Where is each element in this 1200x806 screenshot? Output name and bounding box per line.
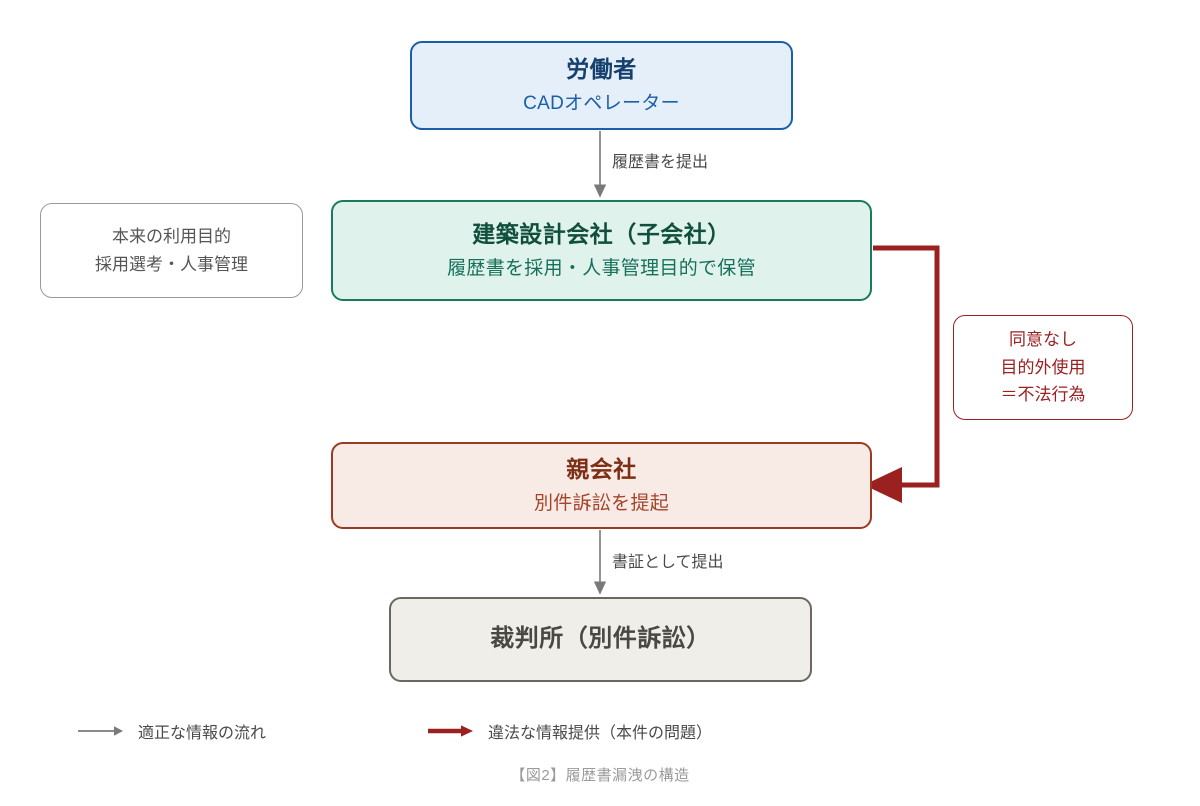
note-violation-line3: ＝不法行為 xyxy=(1000,385,1086,405)
arrow-right-icon xyxy=(428,725,473,737)
figure-caption: 【図2】履歴書漏洩の構造 xyxy=(510,767,690,784)
node-parent-company[interactable]: 親会社 別件訴訟を提起 xyxy=(331,442,872,529)
node-worker-subtitle: CADオペレーター xyxy=(523,93,680,115)
note-original-purpose: 本来の利用目的 採用選考・人事管理 xyxy=(40,203,303,298)
note-violation: 同意なし 目的外使用 ＝不法行為 xyxy=(953,315,1133,420)
node-design-company-title: 建築設計会社（子会社） xyxy=(472,221,731,248)
note-original-purpose-line1: 本来の利用目的 xyxy=(112,227,231,247)
note-violation-line1: 同意なし xyxy=(1009,330,1077,350)
node-court[interactable]: 裁判所（別件訴訟） xyxy=(389,597,812,682)
node-parent-company-title: 親会社 xyxy=(566,456,637,483)
note-original-purpose-line2: 採用選考・人事管理 xyxy=(95,254,248,274)
node-parent-company-subtitle: 別件訴訟を提起 xyxy=(533,493,670,515)
node-worker[interactable]: 労働者 CADオペレーター xyxy=(410,41,793,130)
arrow-right-icon xyxy=(78,726,123,736)
legend-label-proper-flow: 適正な情報の流れ xyxy=(138,725,267,742)
node-design-company[interactable]: 建築設計会社（子会社） 履歴書を採用・人事管理目的で保管 xyxy=(331,200,872,301)
edge-label-parent-to-court: 書証として提出 xyxy=(612,554,724,571)
node-court-title: 裁判所（別件訴訟） xyxy=(490,625,711,653)
node-design-company-subtitle: 履歴書を採用・人事管理目的で保管 xyxy=(447,258,756,280)
legend-item-proper-flow: 適正な情報の流れ xyxy=(78,719,266,743)
legend-item-illegal-flow: 違法な情報提供（本件の問題） xyxy=(428,719,712,743)
edge-label-worker-to-design: 履歴書を提出 xyxy=(612,154,709,171)
node-worker-title: 労働者 xyxy=(566,56,637,83)
note-violation-line2: 目的外使用 xyxy=(1000,357,1086,377)
legend-label-illegal-flow: 違法な情報提供（本件の問題） xyxy=(488,725,713,742)
connector-design-to-parent-illegal xyxy=(863,245,940,503)
